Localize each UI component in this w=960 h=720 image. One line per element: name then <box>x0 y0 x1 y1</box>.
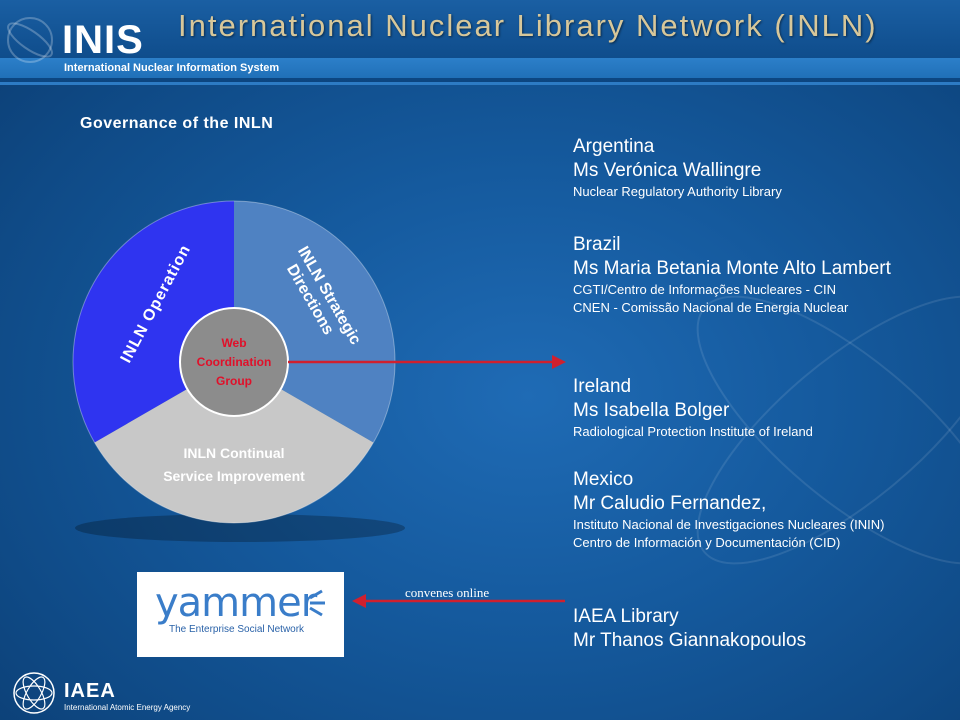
member-person: Ms Isabella Bolger <box>573 400 730 421</box>
member-org: Nuclear Regulatory Authority Library <box>573 184 782 199</box>
header-band <box>0 58 960 78</box>
member-org: Radiological Protection Institute of Ire… <box>573 424 813 439</box>
iaea-logo-text: IAEA <box>64 680 116 702</box>
arrow-head-left <box>352 594 366 608</box>
governance-title: Governance of the INLN <box>80 115 274 132</box>
member-country: Ireland <box>573 376 632 397</box>
member-country: IAEA Library <box>573 606 679 627</box>
member-country: Mexico <box>573 469 634 490</box>
hub-label-line2: Coordination <box>197 355 272 369</box>
member-country: Argentina <box>573 136 655 157</box>
label-csi-line2: Service Improvement <box>163 468 305 484</box>
member-org: Instituto Nacional de Investigaciones Nu… <box>573 517 885 532</box>
inis-logo: INIS <box>62 18 144 62</box>
iaea-logo-subtitle: International Atomic Energy Agency <box>64 703 191 712</box>
member-brazil: Brazil Ms Maria Betania Monte Alto Lambe… <box>573 233 953 317</box>
member-country: Brazil <box>573 234 621 255</box>
member-mexico: Mexico Mr Caludio Fernandez, Instituto N… <box>573 468 953 552</box>
page-title: International Nuclear Library Network (I… <box>178 8 878 43</box>
convenes-online-label: convenes online <box>405 585 490 600</box>
member-org: CGTI/Centro de Informações Nucleares - C… <box>573 282 836 297</box>
member-person: Mr Thanos Giannakopoulos <box>573 630 807 651</box>
hub-label-line1: Web <box>221 336 246 350</box>
yammer-wordmark: yammer <box>155 580 317 626</box>
member-org: CNEN - Comissão Nacional de Energia Nucl… <box>573 300 849 315</box>
arrow-head-right <box>552 355 566 369</box>
wheel-shadow <box>75 514 405 542</box>
member-iaea-library: IAEA Library Mr Thanos Giannakopoulos <box>573 605 953 653</box>
iaea-logo-icon <box>13 672 55 714</box>
yammer-tagline: The Enterprise Social Network <box>169 624 305 635</box>
member-argentina: Argentina Ms Verónica Wallingre Nuclear … <box>573 135 953 201</box>
atom-orbit-decoration <box>696 295 960 565</box>
atom-orbit-decoration <box>696 295 960 565</box>
label-csi-line1: INLN Continual <box>183 445 284 461</box>
hub-label-line3: Group <box>216 374 252 388</box>
member-ireland: Ireland Ms Isabella Bolger Radiological … <box>573 375 953 441</box>
member-org: Centro de Información y Documentación (C… <box>573 535 841 550</box>
member-person: Mr Caludio Fernandez, <box>573 493 767 514</box>
inis-atom-icon <box>7 17 53 63</box>
yammer-signal-icon <box>309 589 325 617</box>
member-person: Ms Maria Betania Monte Alto Lambert <box>573 258 891 279</box>
member-person: Ms Verónica Wallingre <box>573 160 762 181</box>
segment-inln-continual-service-improvement <box>94 362 374 523</box>
yammer-logo: yammer The Enterprise Social Network <box>137 572 344 657</box>
inis-logo-subtitle: International Nuclear Information System <box>64 62 280 74</box>
